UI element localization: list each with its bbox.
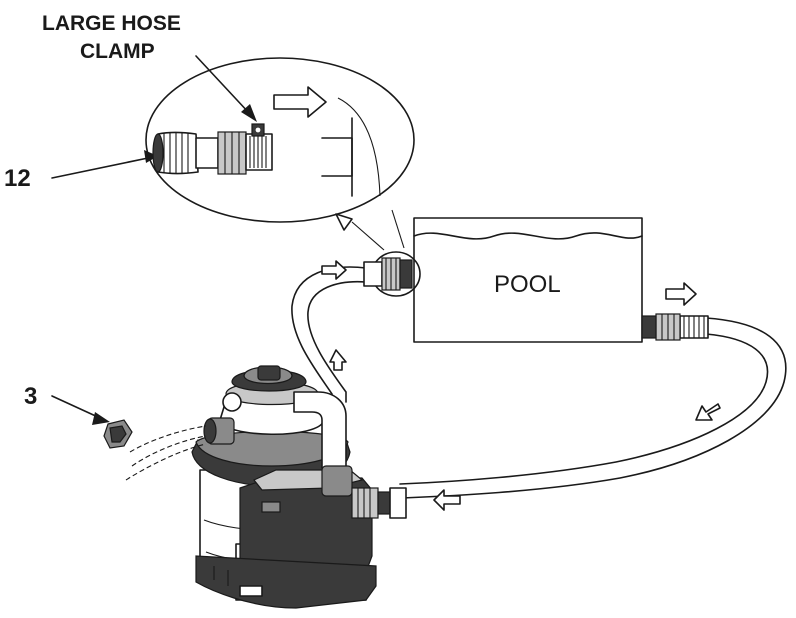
pool-label: POOL: [494, 271, 561, 298]
pool-inlet-fitting-icon: [363, 251, 421, 297]
pump-badge-icon: [261, 501, 281, 513]
detail-hose-icon: [152, 131, 247, 175]
pressure-gauge-icon: [222, 392, 242, 412]
part-number-3: 3: [24, 383, 37, 410]
cap-motion-lines: [125, 425, 207, 481]
large-hose-clamp-label-line1: LARGE HOSE: [42, 12, 181, 35]
detail-flow-arrow-icon: [273, 86, 327, 118]
flow-arrow-into-pool-icon: [321, 260, 347, 280]
flow-arrow-to-pump-icon: [433, 489, 461, 511]
flow-arrow-return-hose-icon: [329, 349, 347, 371]
clamp-leader-arrow: [195, 55, 257, 122]
pool: POOL: [413, 217, 643, 343]
detail-large-hose-clamp-icon: [245, 123, 273, 171]
drain-cap-icon: [103, 419, 133, 449]
detail-magnifier: [145, 57, 415, 223]
pump-motor: [195, 465, 407, 609]
part-12-leader-arrow: [51, 150, 158, 179]
large-hose-clamp-label-line2: CLAMP: [80, 40, 155, 63]
part-number-12: 12: [4, 165, 31, 192]
flow-arrow-out-of-pool-icon: [665, 282, 697, 306]
part-3-leader-arrow: [51, 395, 110, 425]
flow-arrow-suction-hose-icon: [695, 403, 721, 421]
suction-hose: [399, 313, 787, 499]
detail-connector-lines: [335, 209, 405, 251]
